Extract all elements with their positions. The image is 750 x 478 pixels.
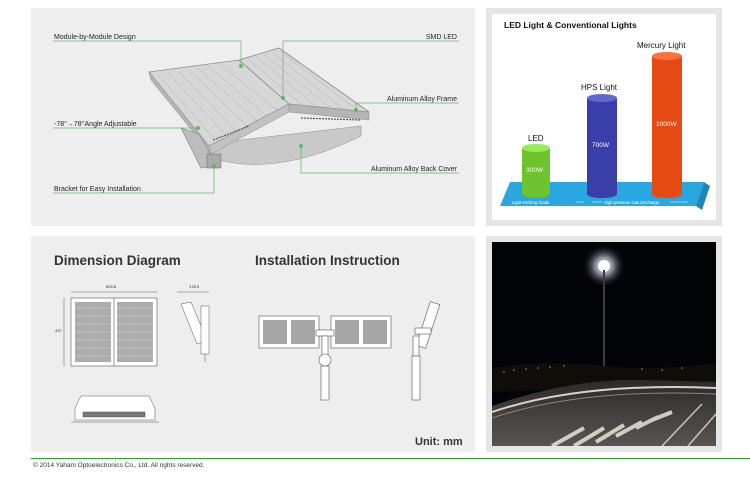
callout-back-cover: Aluminum Alloy Back Cover xyxy=(371,166,457,173)
night-scene-panel xyxy=(486,236,722,452)
band-label-led: Light-emitting Diode xyxy=(512,200,550,205)
dimension-title: Dimension Diagram xyxy=(54,253,181,268)
led-cylinder xyxy=(522,144,550,198)
dim-height: 437 xyxy=(55,328,62,333)
comparison-graphic xyxy=(500,52,710,210)
comparison-panel: LED Light & Conventional Lights LED HPS … xyxy=(486,8,722,226)
unit-label: Unit: mm xyxy=(415,436,463,448)
copyright-text: © 2014 Yaham Optoelectronics Co., Ltd. A… xyxy=(33,462,205,469)
callout-angle-adjustable: -78°→78°Angle Adjustable xyxy=(54,121,137,128)
callout-bracket: Bracket for Easy Installation xyxy=(54,186,141,193)
night-highway-photo xyxy=(492,242,716,446)
installation-title: Installation Instruction xyxy=(255,253,400,268)
floodlight-illustration xyxy=(53,40,459,194)
callout-aluminum-frame: Aluminum Alloy Frame xyxy=(386,96,457,103)
led-watt: 300W xyxy=(526,167,543,174)
dim-width: 609.8 xyxy=(106,284,117,289)
dim-side: 178.5 xyxy=(189,284,200,289)
dimension-panel: Dimension Diagram Installation Instructi… xyxy=(31,236,475,452)
callout-module-design: Module-by-Module Design xyxy=(54,34,136,41)
technical-drawings xyxy=(63,291,441,423)
mercury-cylinder xyxy=(652,52,682,198)
callout-smd-led: SMD LED xyxy=(425,34,457,41)
band-label-gas: High-pressure Gas Discharge xyxy=(604,200,660,205)
hps-watt: 700W xyxy=(592,142,609,149)
mercury-label: Mercury Light xyxy=(637,41,686,50)
mercury-watt: 1000W xyxy=(656,121,677,128)
footer-divider xyxy=(31,458,750,459)
hps-label: HPS Light xyxy=(581,83,618,92)
led-label: LED xyxy=(528,134,544,143)
features-panel: Module-by-Module Design SMD LED Aluminum… xyxy=(31,8,475,226)
hps-cylinder xyxy=(587,94,617,198)
comparison-title: LED Light & Conventional Lights xyxy=(504,20,637,30)
